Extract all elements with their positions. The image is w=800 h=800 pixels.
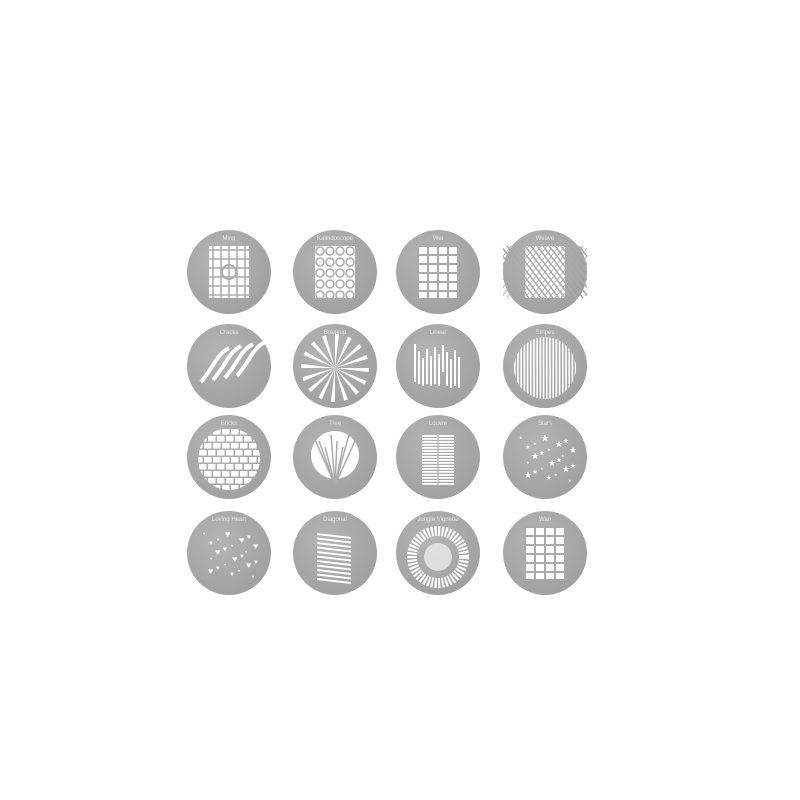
gobo-label: Linear	[429, 330, 447, 336]
gobo-pattern	[407, 526, 469, 588]
svg-text:♥: ♥	[224, 562, 227, 567]
svg-text:★: ★	[554, 472, 558, 477]
gobo-pattern	[524, 526, 566, 579]
gobo-diagonal: Diagonal	[293, 511, 377, 595]
svg-text:★: ★	[531, 451, 539, 461]
gobo-pattern	[422, 435, 454, 487]
gobo-pattern	[514, 337, 576, 399]
svg-text:♥: ♥	[239, 535, 244, 545]
svg-text:★: ★	[546, 474, 552, 482]
gobo-pattern	[315, 246, 355, 300]
gobo-label: Breakup	[323, 330, 347, 336]
gobo-swirls: Kaleidoscope	[293, 230, 377, 314]
gobo-burst: Breakup	[293, 324, 377, 408]
svg-text:♥: ♥	[208, 566, 213, 576]
gobo-pattern	[317, 533, 351, 584]
gobo-label: Cracks	[219, 330, 239, 336]
svg-text:♥: ♥	[203, 531, 206, 536]
gobo-pattern	[209, 246, 249, 298]
svg-text:★: ★	[526, 460, 530, 465]
svg-text:★: ★	[555, 439, 563, 449]
gobo-tree: Tree	[293, 415, 377, 499]
svg-text:♥: ♥	[253, 541, 258, 551]
gobo-pattern	[301, 334, 369, 402]
svg-text:★: ★	[547, 447, 551, 452]
svg-text:★: ★	[570, 462, 576, 470]
svg-text:★: ★	[562, 464, 570, 474]
svg-text:♥: ♥	[230, 571, 234, 578]
svg-text:♥: ♥	[215, 547, 220, 557]
gobo-pattern	[198, 429, 260, 490]
svg-text:♥: ♥	[210, 556, 213, 561]
svg-text:♥: ♥	[225, 529, 230, 539]
svg-text:★: ★	[539, 449, 545, 457]
gobo-pattern	[199, 340, 266, 384]
svg-text:♥: ♥	[231, 543, 234, 548]
gobo-bricks: Bricks	[187, 415, 271, 499]
svg-text:♥: ♥	[254, 559, 258, 566]
svg-text:★: ★	[556, 456, 562, 464]
gobo-pattern	[414, 344, 460, 388]
gobo-label: Bricks	[220, 421, 238, 427]
gobo-label: Jungle Vignette	[417, 517, 459, 523]
gobo-weave: Weave	[503, 230, 587, 314]
svg-text:★: ★	[563, 437, 569, 445]
svg-text:★: ★	[569, 445, 577, 455]
svg-text:★: ★	[540, 466, 544, 471]
svg-text:♥: ♥	[246, 560, 251, 570]
svg-text:★: ★	[524, 470, 532, 480]
gobo-label: Weave	[535, 236, 555, 242]
gobo-pattern	[311, 431, 359, 486]
svg-text:♥: ♥	[232, 554, 237, 564]
gobo-label: Wei	[432, 236, 444, 242]
gobo-label: Kaleidoscope	[316, 236, 354, 242]
svg-text:♥: ♥	[209, 540, 213, 547]
svg-text:♥: ♥	[240, 553, 244, 560]
svg-text:★: ★	[568, 478, 572, 483]
svg-text:♥: ♥	[223, 546, 227, 553]
gobo-bars: Linear	[396, 324, 480, 408]
svg-text:♥: ♥	[245, 549, 248, 554]
svg-text:★: ★	[561, 453, 565, 458]
gobo-louvre: Louvre	[396, 415, 480, 499]
gobo-lattice: Ming	[187, 230, 271, 314]
svg-text:♥: ♥	[238, 568, 241, 573]
svg-text:★: ★	[525, 443, 531, 451]
gobo-label: Loving Heart	[211, 517, 247, 523]
svg-text:★: ★	[519, 435, 523, 440]
gobo-pattern	[417, 245, 459, 298]
gobo-blocks: Wan	[503, 511, 587, 595]
gobo-jungle: Jungle Vignette	[396, 511, 480, 595]
gobo-label: Stripes	[535, 330, 555, 336]
gobo-cracks: Cracks	[187, 324, 271, 408]
gobo-label: Diagonal	[323, 517, 347, 523]
gobo-hearts: ♥♥♥♥♥♥♥♥♥♥♥♥♥♥♥♥♥♥♥♥♥♥Loving Heart	[187, 511, 271, 595]
gobo-pattern	[503, 245, 587, 299]
gobo-label: Louvre	[428, 421, 448, 427]
svg-text:★: ★	[548, 458, 556, 468]
gobo-label: Wan	[538, 517, 552, 523]
gobo-pattern: ♥♥♥♥♥♥♥♥♥♥♥♥♥♥♥♥♥♥♥♥♥♥	[203, 529, 258, 579]
svg-text:★: ★	[541, 433, 549, 443]
svg-text:★: ★	[532, 468, 538, 476]
gobo-label: Ming	[222, 236, 236, 242]
gobo-blocks: Wei	[396, 230, 480, 314]
svg-text:★: ★	[533, 441, 537, 446]
gobo-label: Stars	[537, 421, 552, 427]
gobo-stars: ★★★★★★★★★★★★★★★★★★★★★★ Stars	[503, 415, 587, 499]
svg-text:♥: ♥	[252, 574, 255, 579]
gobo-pattern: ★★★★★★★★★★★★★★★★★★★★★★	[519, 433, 577, 483]
gobo-stripes: Stripes	[503, 324, 587, 408]
svg-text:♥: ♥	[216, 565, 220, 572]
gobo-label: Tree	[328, 421, 342, 427]
svg-text:♥: ♥	[247, 534, 251, 541]
svg-text:♥: ♥	[217, 537, 220, 542]
